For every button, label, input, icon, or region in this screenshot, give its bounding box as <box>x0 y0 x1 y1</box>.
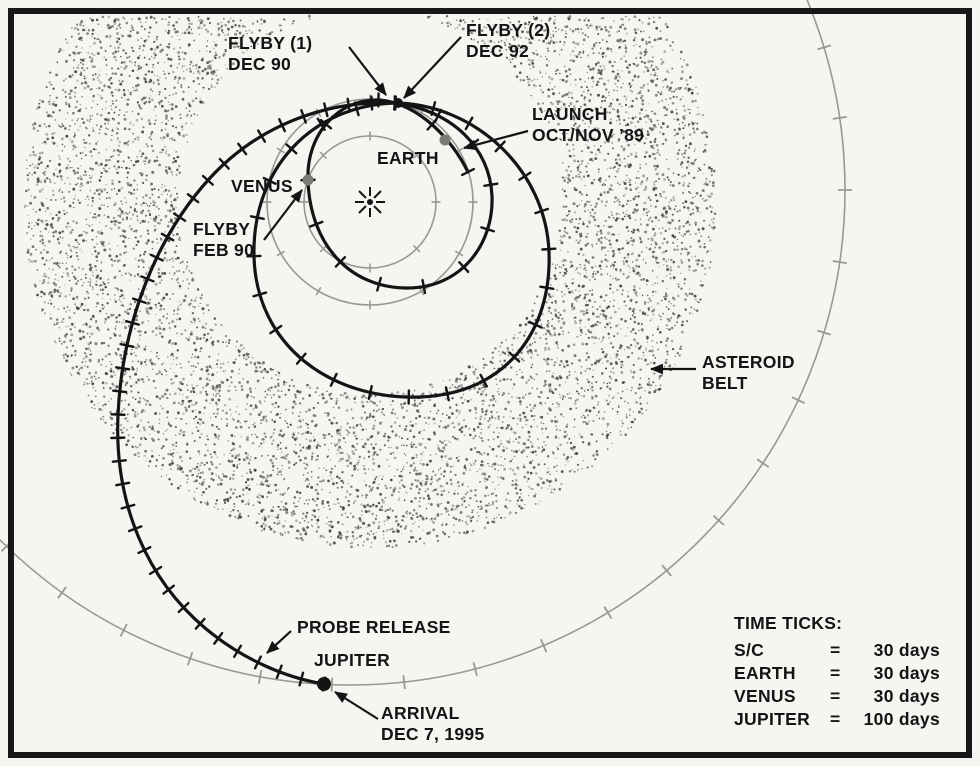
trajectory-venus-to-earth1 <box>306 101 494 290</box>
legend-row-earth: EARTH = 30 days <box>734 662 940 685</box>
label-text: OCT/NOV ’89 <box>532 125 645 145</box>
label-text: BELT <box>702 373 748 393</box>
legend-eq: = <box>830 709 841 729</box>
label-text: JUPITER <box>314 650 391 670</box>
label-jupiter: JUPITER <box>314 650 390 671</box>
label-text: DEC 92 <box>466 41 530 61</box>
asteroid-belt-stipple <box>23 14 717 549</box>
venus-flyby-arrow <box>263 189 303 241</box>
earth-dot <box>439 134 451 146</box>
jupiter-dot <box>317 677 331 691</box>
legend-name: EARTH <box>734 663 796 683</box>
label-arrival: ARRIVAL DEC 7, 1995 <box>381 703 485 745</box>
legend-value: 30 days <box>873 640 940 660</box>
flyby2-arrow <box>403 36 462 99</box>
label-text: FLYBY (2) <box>466 20 551 40</box>
label-text: ASTEROID <box>702 352 795 372</box>
flyby1-arrow <box>348 46 387 96</box>
legend-row-jupiter: JUPITER = 100 days <box>734 708 940 731</box>
label-venus-flyby: FLYBY FEB 90 <box>193 219 254 261</box>
jupiter-orbit <box>0 0 846 686</box>
legend-value: 30 days <box>873 663 940 683</box>
venus-dot <box>302 174 314 186</box>
label-text: LAUNCH <box>532 104 608 124</box>
legend-name: VENUS <box>734 686 796 706</box>
legend-name: JUPITER <box>734 709 811 729</box>
time-ticks-legend: TIME TICKS: S/C = 30 days EARTH = 30 day… <box>734 612 940 731</box>
label-text: FLYBY (1) <box>228 33 313 53</box>
leader-arrows <box>263 36 696 720</box>
launch-arrow <box>462 129 529 151</box>
sun-symbol <box>355 187 385 217</box>
legend-value: 100 days <box>863 709 940 729</box>
legend-row-venus: VENUS = 30 days <box>734 685 940 708</box>
label-text: EARTH <box>377 148 439 168</box>
probe-release-arrow <box>266 630 292 654</box>
legend-value: 30 days <box>873 686 940 706</box>
label-asteroid-belt: ASTEROID BELT <box>702 352 795 394</box>
arrival-arrow <box>334 691 379 720</box>
label-earth: EARTH <box>377 148 439 169</box>
label-earth-flyby-2: FLYBY (2) DEC 92 <box>466 20 550 62</box>
legend-eq: = <box>830 663 841 683</box>
label-text: ARRIVAL <box>381 703 460 723</box>
label-text: FEB 90 <box>193 240 255 260</box>
label-text: DEC 90 <box>228 54 292 74</box>
label-text: VENUS <box>231 176 293 196</box>
label-earth-flyby-1: FLYBY (1) DEC 90 <box>228 33 312 75</box>
legend-name: S/C <box>734 640 765 660</box>
legend-row-sc: S/C = 30 days <box>734 639 940 662</box>
label-launch: LAUNCH OCT/NOV ’89 <box>532 104 644 146</box>
planet-markers <box>302 98 451 691</box>
label-text: FLYBY <box>193 219 251 239</box>
trajectory-earth2-to-jupiter <box>116 101 397 686</box>
legend-eq: = <box>830 686 841 706</box>
label-text: PROBE RELEASE <box>297 617 451 637</box>
label-text: DEC 7, 1995 <box>381 724 485 744</box>
legend-eq: = <box>830 640 841 660</box>
legend-title: TIME TICKS: <box>734 613 843 633</box>
label-venus: VENUS <box>231 176 293 197</box>
spacecraft-trajectory <box>110 92 557 692</box>
sun-dot <box>367 199 373 205</box>
earth-flyby-dot <box>393 98 403 108</box>
label-probe-release: PROBE RELEASE <box>297 617 451 638</box>
